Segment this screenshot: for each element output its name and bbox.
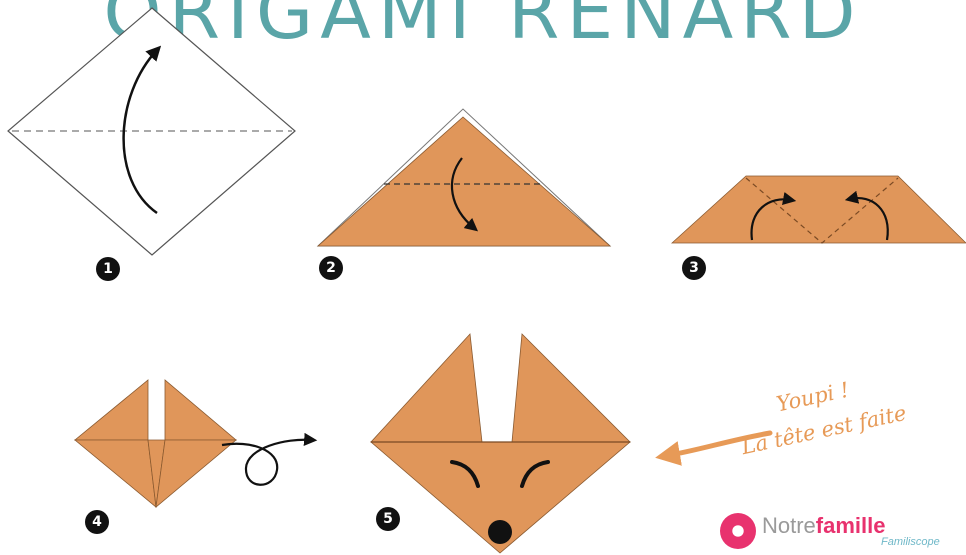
right-lower <box>156 440 236 507</box>
step-badge-2: 2 <box>319 256 343 280</box>
step-badge-3: 3 <box>682 256 706 280</box>
step-3-diagram <box>672 176 966 243</box>
trapezoid-paper <box>672 176 966 243</box>
step-badge-4: 4 <box>85 510 109 534</box>
step-1-diagram <box>8 8 295 255</box>
triangle-paper <box>318 117 610 246</box>
step-badge-5: 5 <box>376 507 400 531</box>
brand-logo: Notrefamille Familiscope <box>718 511 958 551</box>
brand-prefix: Notre <box>762 513 816 538</box>
brand-highlight: famille <box>816 513 886 538</box>
flower-icon <box>720 513 756 549</box>
left-ear <box>371 334 482 442</box>
fox-nose <box>488 520 512 544</box>
left-lower <box>75 440 156 507</box>
right-flap <box>165 380 236 440</box>
right-ear <box>512 334 630 442</box>
turn-over-arrow <box>222 440 312 485</box>
step-2-diagram <box>318 109 610 246</box>
step-badge-1: 1 <box>96 257 120 281</box>
step-5-diagram <box>371 334 630 553</box>
step-4-diagram <box>75 380 312 507</box>
left-flap <box>75 380 148 440</box>
brand-subtitle: Familiscope <box>881 536 940 548</box>
brand-name: Notrefamille <box>762 513 886 539</box>
